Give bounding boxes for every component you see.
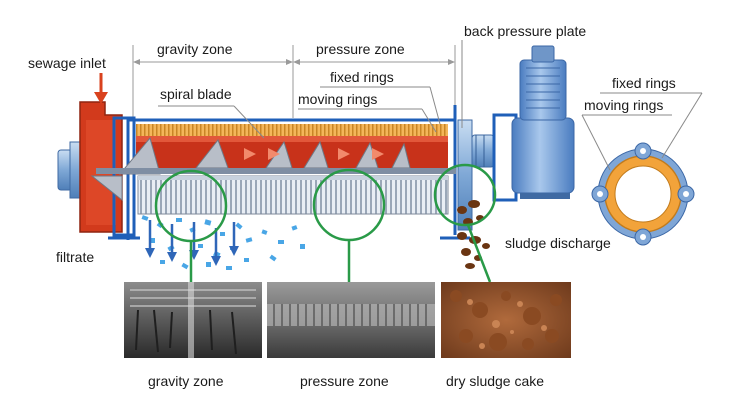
drive-motor xyxy=(492,45,575,202)
feed-screw xyxy=(90,175,123,202)
label-sewage-inlet: sewage inlet xyxy=(28,55,106,71)
leader-lines xyxy=(158,40,703,171)
label-sludge-discharge: sludge discharge xyxy=(505,235,611,251)
upper-drum xyxy=(136,124,448,168)
photo-dry-sludge-cake xyxy=(441,282,571,358)
filtrate-drops xyxy=(141,215,305,270)
zoom-markers xyxy=(154,163,497,283)
caption-gravity-zone: gravity zone xyxy=(148,373,224,389)
label-filtrate: filtrate xyxy=(56,249,94,265)
flow-arrows xyxy=(244,148,384,160)
ring-detail xyxy=(591,142,695,246)
inlet-chamber xyxy=(79,101,136,237)
label-moving-rings-detail: moving rings xyxy=(584,97,663,113)
photo-pressure-zone xyxy=(267,282,435,358)
label-moving-rings: moving rings xyxy=(298,91,377,107)
sludge-discharge-flow xyxy=(457,200,490,269)
zone-dimension-lines xyxy=(132,45,456,118)
label-pressure-zone: pressure zone xyxy=(316,41,405,57)
label-back-pressure-plate: back pressure plate xyxy=(464,23,586,39)
label-spiral-blade: spiral blade xyxy=(160,86,232,102)
back-pressure-plate xyxy=(457,119,495,231)
screw-shaft xyxy=(96,168,456,174)
sewage-inlet-arrow xyxy=(94,73,108,104)
lower-screen xyxy=(137,175,449,215)
caption-dry-sludge-cake: dry sludge cake xyxy=(446,373,544,389)
label-fixed-rings: fixed rings xyxy=(330,69,394,85)
photo-gravity-zone xyxy=(124,282,262,358)
label-fixed-rings-detail: fixed rings xyxy=(612,75,676,91)
feed-end-assembly xyxy=(57,141,90,199)
label-gravity-zone: gravity zone xyxy=(157,41,233,57)
caption-pressure-zone: pressure zone xyxy=(300,373,389,389)
filtrate-arrows xyxy=(145,220,239,266)
